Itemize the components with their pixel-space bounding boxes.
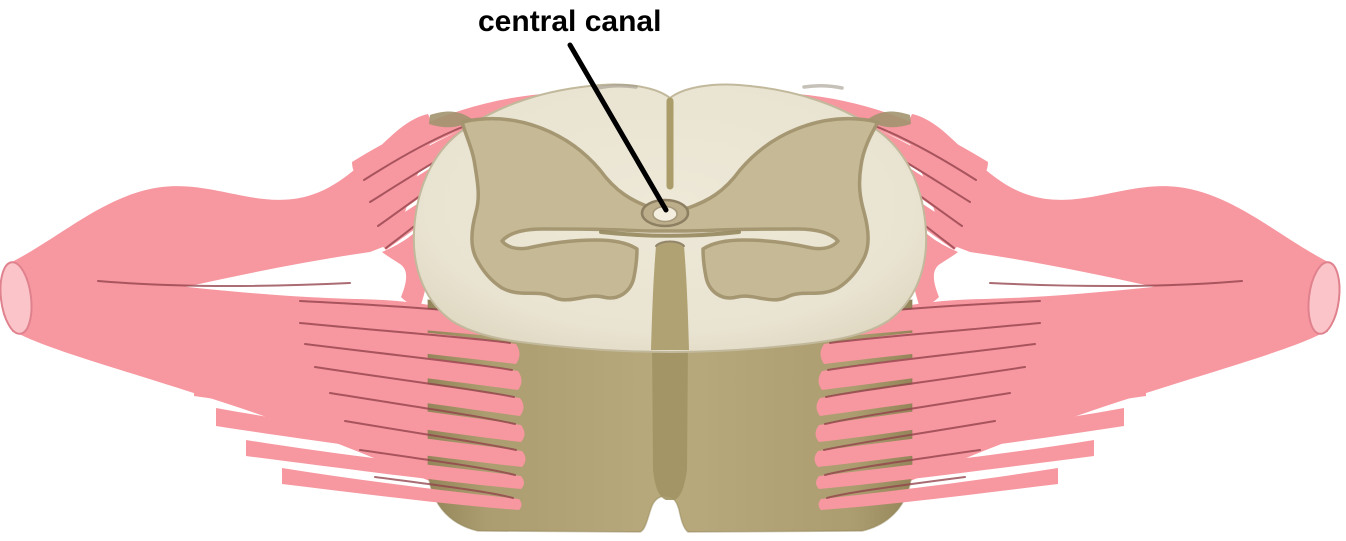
dorsolateral-groove-left bbox=[429, 111, 472, 128]
leader-line bbox=[567, 42, 669, 213]
canal-depression-rim bbox=[640, 198, 690, 228]
commissure-shadow-line bbox=[599, 230, 741, 238]
butterfly-border-paint bbox=[460, 117, 880, 302]
dorsolateral-groove-right bbox=[868, 111, 911, 128]
anterior-median-fissure bbox=[651, 241, 689, 350]
central-canal-lumen bbox=[653, 206, 677, 222]
fissure-rim bbox=[655, 240, 685, 247]
central-canal-label: central canal bbox=[478, 5, 661, 38]
anterior-fissure-channel bbox=[652, 338, 688, 500]
hump-shadow-marks bbox=[596, 83, 844, 90]
